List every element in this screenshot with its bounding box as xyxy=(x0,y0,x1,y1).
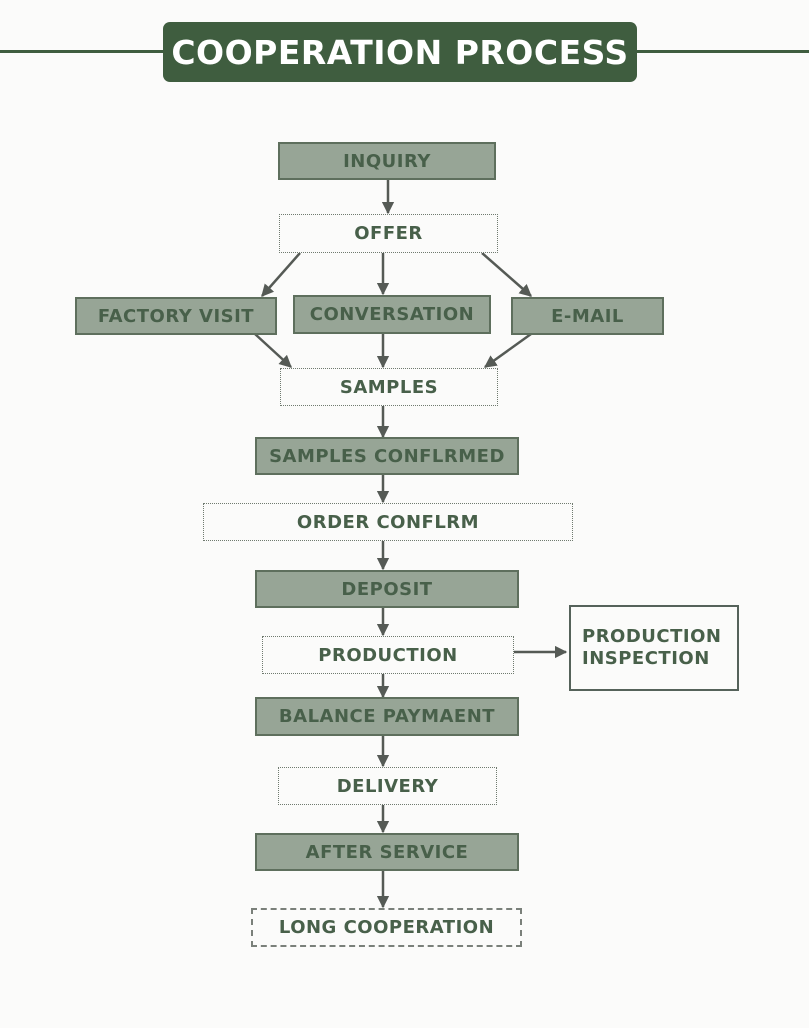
arrow-offer-factory-visit xyxy=(261,252,301,297)
step-offer: OFFER xyxy=(279,214,498,253)
step-balance-payment: BALANCE PAYMAENT xyxy=(255,697,519,736)
step-delivery: DELIVERY xyxy=(278,767,497,805)
step-production-inspection: PRODUCTION INSPECTION xyxy=(569,605,739,691)
header-rule-right xyxy=(635,50,809,53)
step-factory-visit: FACTORY VISIT xyxy=(75,297,277,335)
arrow-factory-visit-samples xyxy=(254,333,292,368)
page-title: COOPERATION PROCESS xyxy=(163,22,637,82)
step-email: E-MAIL xyxy=(511,297,664,335)
step-samples-confirmed: SAMPLES CONFLRMED xyxy=(255,437,519,475)
arrow-offer-email xyxy=(481,252,532,297)
step-samples: SAMPLES xyxy=(280,368,498,406)
step-inquiry: INQUIRY xyxy=(278,142,496,180)
header-rule-left xyxy=(0,50,165,53)
step-long-cooperation: LONG COOPERATION xyxy=(251,908,522,947)
step-production: PRODUCTION xyxy=(262,636,514,674)
arrow-email-samples xyxy=(483,332,532,369)
step-order-confirm: ORDER CONFLRM xyxy=(203,503,573,541)
step-after-service: AFTER SERVICE xyxy=(255,833,519,871)
step-deposit: DEPOSIT xyxy=(255,570,519,608)
step-conversation: CONVERSATION xyxy=(293,295,491,334)
